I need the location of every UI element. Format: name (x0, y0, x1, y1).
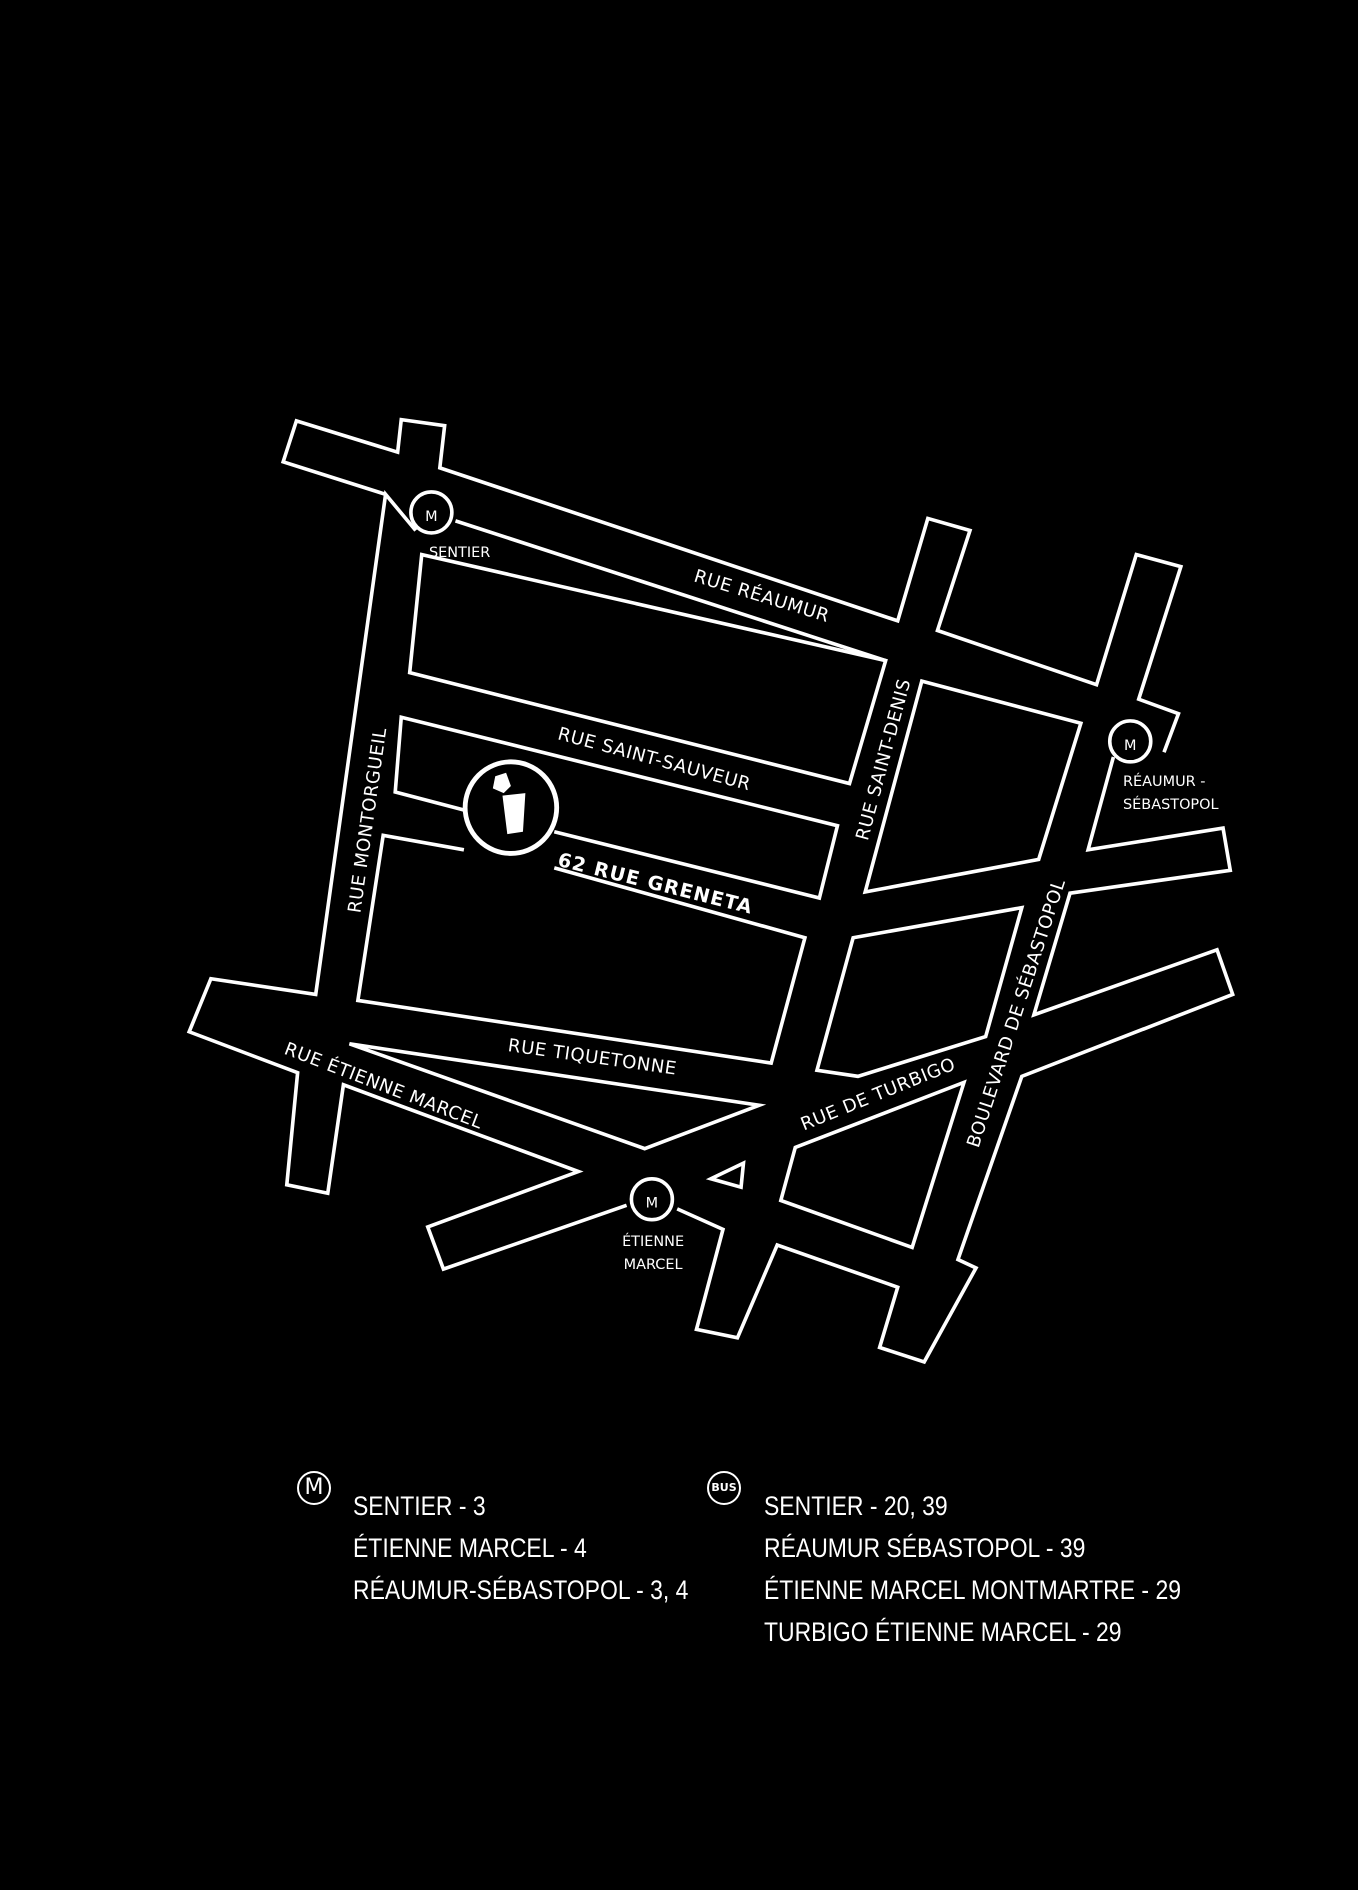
bus-line-item: RÉAUMUR SÉBASTOPOL - 39 (764, 1533, 1086, 1563)
metro-symbol: M (425, 509, 437, 525)
metro-line-item: RÉAUMUR-SÉBASTOPOL - 3, 4 (353, 1575, 689, 1605)
bus-line-item: TURBIGO ÉTIENNE MARCEL - 29 (764, 1617, 1122, 1647)
street-label-montorgueil: RUE MONTORGUEIL (344, 726, 391, 914)
block-2 (393, 714, 840, 901)
metro-legend-icon: M (297, 1471, 331, 1505)
station-label: SÉBASTOPOL (1123, 795, 1219, 813)
cocktail-shaker-icon (492, 772, 526, 835)
outline-north (280, 417, 1184, 753)
outline-east (676, 756, 1235, 1365)
block-3 (355, 833, 808, 1066)
block-6 (814, 905, 1025, 1079)
block-5 (862, 678, 1084, 895)
street-label-etienne-marcel: RUE ÉTIENNE MARCEL (281, 1038, 486, 1134)
bus-line-item: ÉTIENNE MARCEL MONTMARTRE - 29 (764, 1575, 1181, 1605)
station-label: RÉAUMUR - (1123, 772, 1205, 790)
metro-icon (1107, 719, 1153, 764)
street-outlines (186, 417, 1235, 1365)
block-7 (778, 1079, 967, 1250)
bus-legend: SENTIER - 20, 39 RÉAUMUR SÉBASTOPOL - 39… (764, 1485, 1181, 1653)
metro-station-reaumur-sebastopol[interactable]: M RÉAUMUR - SÉBASTOPOL (1107, 719, 1219, 813)
station-label: MARCEL (624, 1257, 683, 1273)
metro-symbol: M (1124, 738, 1136, 754)
bus-line-item: SENTIER - 20, 39 (764, 1491, 948, 1521)
outline-west (186, 490, 628, 1272)
metro-station-sentier[interactable]: M SENTIER (409, 490, 490, 561)
destination-marker[interactable] (462, 759, 560, 856)
block-1 (407, 552, 888, 786)
metro-line-item: ÉTIENNE MARCEL - 4 (353, 1533, 587, 1563)
block-8 (705, 1160, 746, 1190)
block-4 (348, 1042, 767, 1151)
bus-legend-icon: BUS (707, 1471, 741, 1505)
metro-legend: SENTIER - 3 ÉTIENNE MARCEL - 4 RÉAUMUR-S… (353, 1485, 688, 1611)
metro-icon (409, 490, 454, 535)
station-label: SENTIER (429, 545, 490, 561)
outline-reaumur-south (454, 519, 887, 663)
metro-icon (629, 1176, 675, 1222)
metro-station-etienne-marcel[interactable]: M ÉTIENNE MARCEL (622, 1176, 684, 1273)
station-label: ÉTIENNE (622, 1232, 684, 1250)
metro-symbol: M (646, 1196, 658, 1212)
metro-line-item: SENTIER - 3 (353, 1491, 486, 1521)
